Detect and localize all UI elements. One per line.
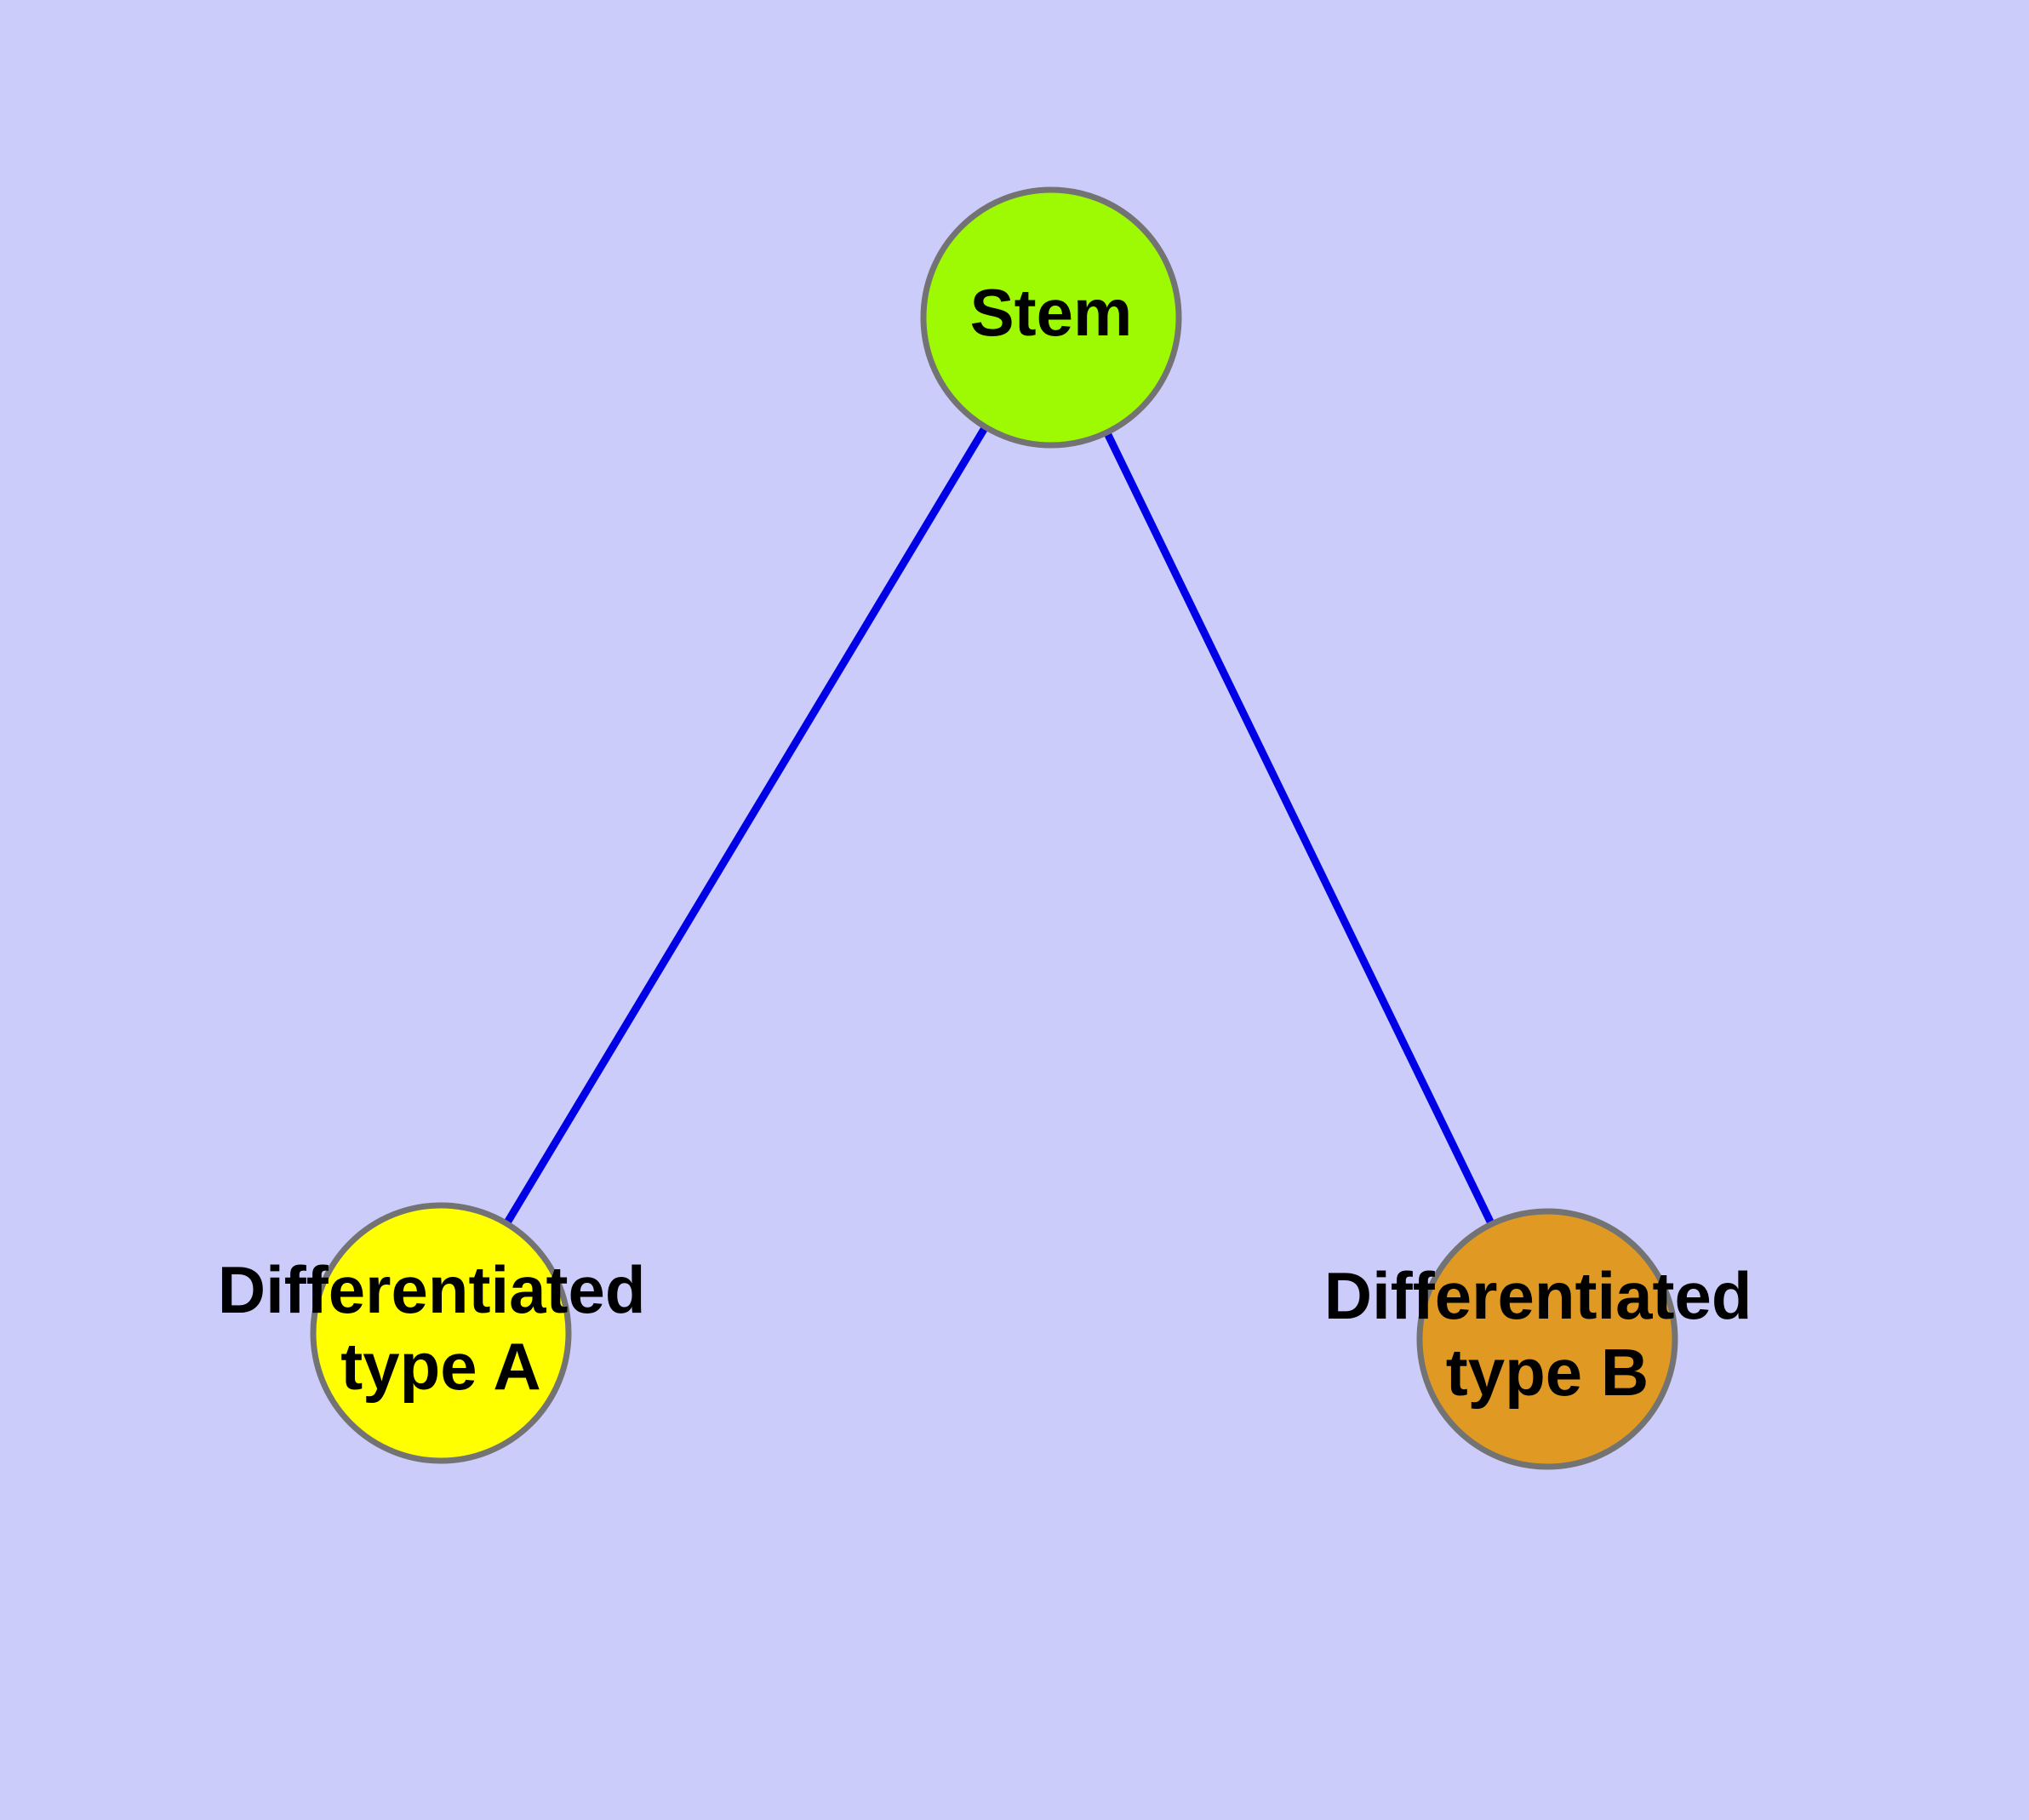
node-differentiated-type-a-label: Differentiated type A (218, 1252, 664, 1404)
node-stem-label-line-0: Stem (970, 275, 1133, 350)
node-stem[interactable] (920, 186, 1182, 449)
node-differentiated-type-b-label: Differentiated type B (1324, 1258, 1770, 1410)
node-stem-circle[interactable] (920, 186, 1182, 449)
node-differentiated-type-a-label-line-0: Differentiated (218, 1252, 646, 1327)
node-differentiated-type-b[interactable] (1416, 1208, 1678, 1470)
node-differentiated-type-a[interactable] (310, 1202, 572, 1464)
edges-layer (437, 315, 1552, 1341)
node-differentiated-type-a-label-line-1: type A (340, 1328, 541, 1403)
node-differentiated-type-b-circle[interactable] (1416, 1208, 1678, 1470)
node-differentiated-type-b-label-line-1: type B (1446, 1334, 1649, 1409)
node-stem-label: Stem (970, 275, 1133, 350)
edge-stem-to-differentiated-type-b[interactable] (1047, 316, 1552, 1341)
edge-stem-to-differentiated-type-a[interactable] (437, 315, 1055, 1336)
node-differentiated-type-a-circle[interactable] (310, 1202, 572, 1464)
node-differentiated-type-b-label-line-0: Differentiated (1324, 1258, 1752, 1333)
labels-layer: Stem Differentiated type A Differentiate… (218, 275, 1770, 1410)
nodes-layer (310, 186, 1678, 1470)
